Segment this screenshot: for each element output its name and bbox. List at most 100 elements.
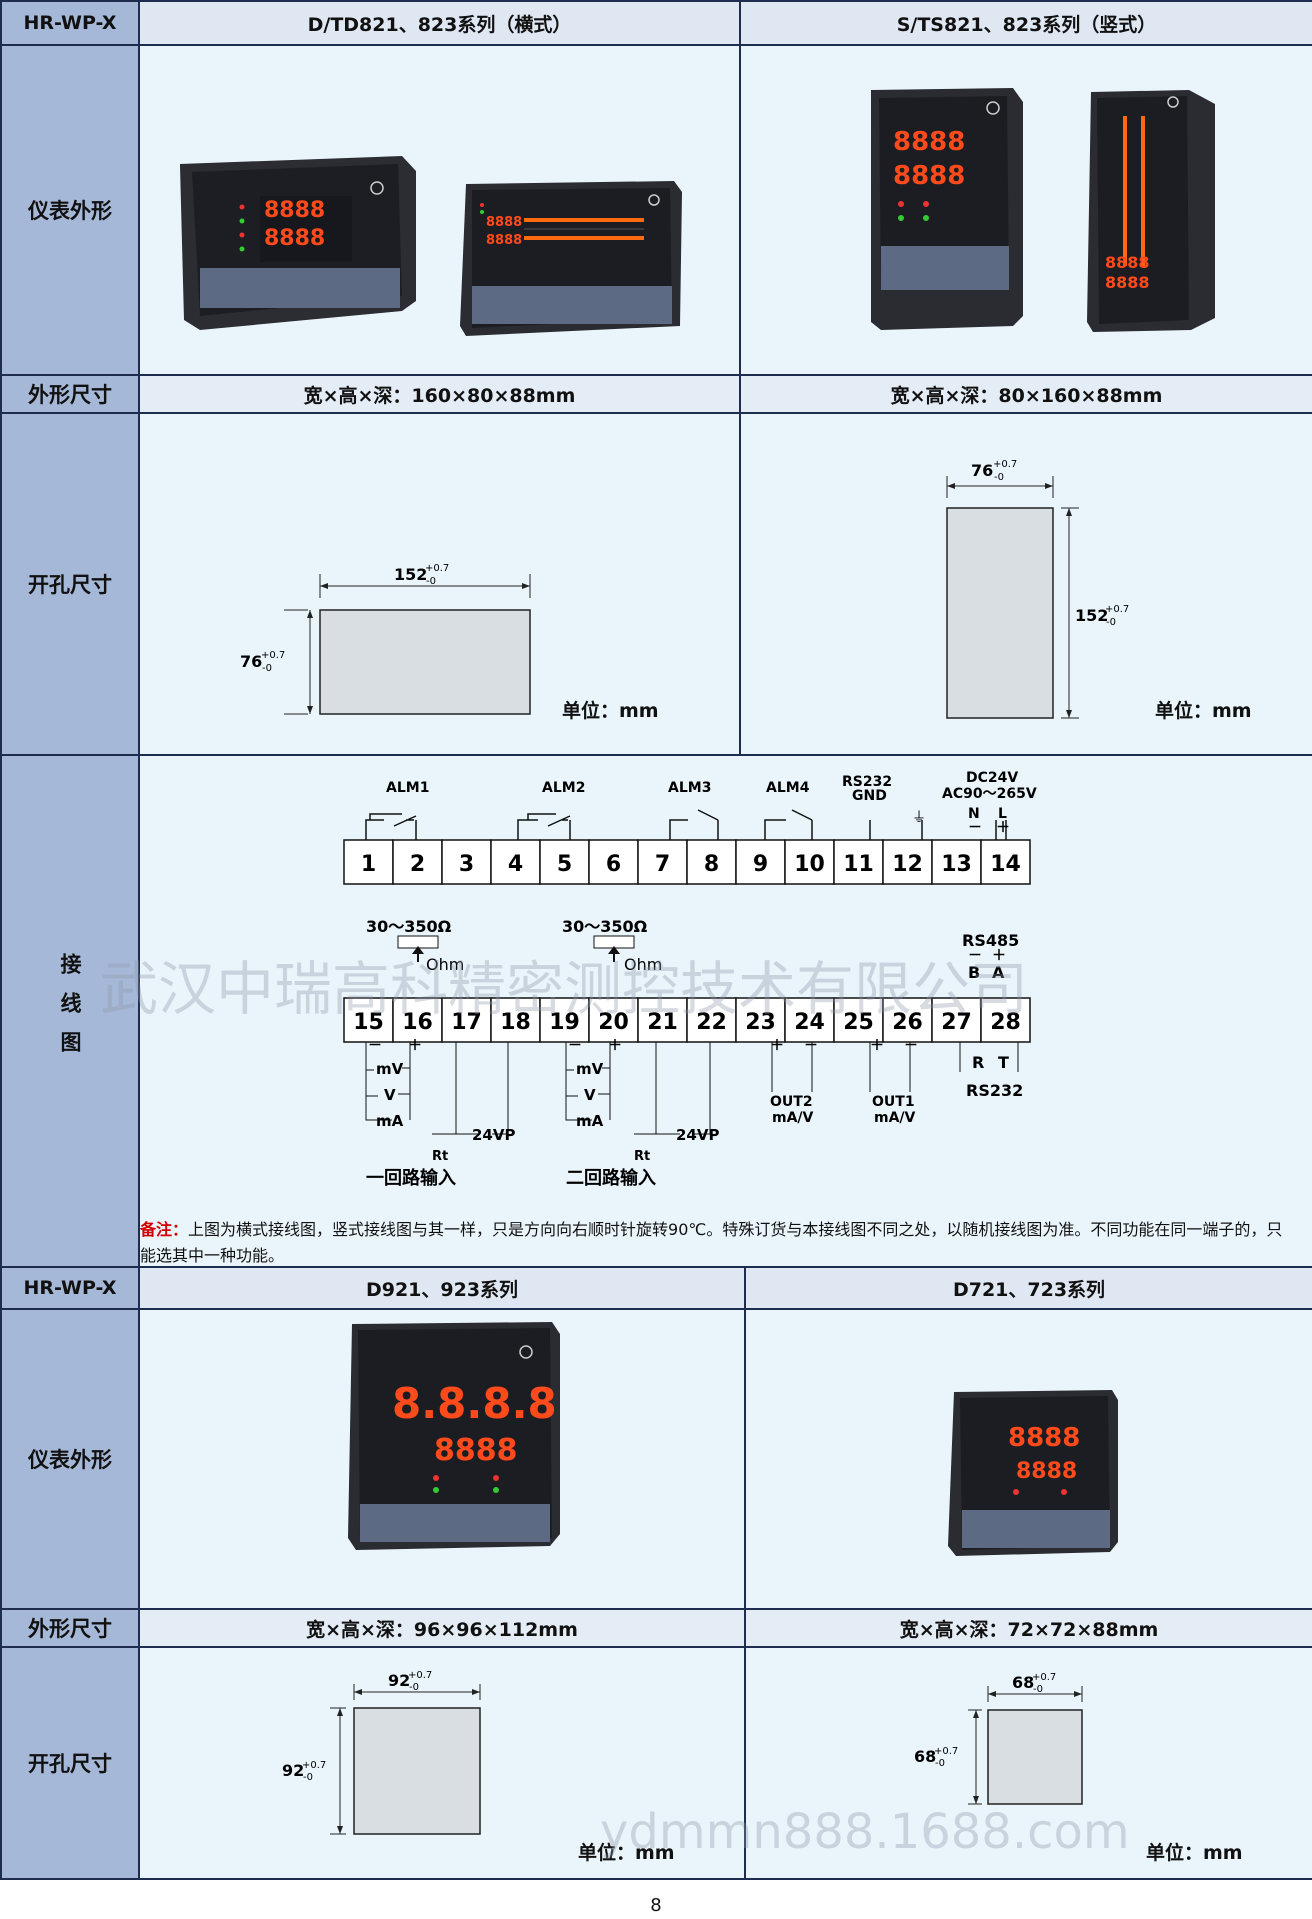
svg-text:－: － bbox=[904, 1038, 918, 1054]
terminal-box bbox=[833, 839, 884, 885]
appearance-vertical: 8888 8888 8888 8888 bbox=[739, 44, 1312, 376]
row-label-cutout-2: 开孔尺寸 bbox=[0, 1646, 140, 1880]
terminal-box bbox=[931, 997, 982, 1043]
terminal-box bbox=[588, 997, 639, 1043]
led-sv-2: 8888 bbox=[486, 233, 522, 248]
svg-text:V: V bbox=[384, 1086, 396, 1104]
row-label-cutout: 开孔尺寸 bbox=[0, 412, 140, 756]
terminal-number: 20 bbox=[598, 1010, 629, 1035]
terminal-box bbox=[637, 997, 688, 1043]
row-label-dimension: 外形尺寸 bbox=[0, 374, 140, 414]
terminal-number: 13 bbox=[941, 852, 972, 877]
unit-label-4: 单位：mm bbox=[1146, 1842, 1243, 1864]
note-label: 备注： bbox=[140, 1220, 189, 1239]
terminal-box bbox=[980, 839, 1031, 885]
appearance-horizontal: 8888 8888 8888 8888 bbox=[138, 44, 741, 376]
dimension-horizontal: 宽×高×深：160×80×88mm bbox=[138, 374, 741, 414]
page-number: 8 bbox=[650, 1895, 662, 1916]
svg-text:+0.7: +0.7 bbox=[934, 1746, 958, 1757]
terminal-number: 11 bbox=[843, 852, 874, 877]
terminal-box bbox=[735, 997, 786, 1043]
dimension-d721: 宽×高×深：72×72×88mm bbox=[744, 1608, 1312, 1648]
ground-icon: ⏚ bbox=[912, 810, 926, 826]
alm3-label: ALM3 bbox=[668, 780, 711, 796]
terminal-number: 15 bbox=[353, 1010, 384, 1035]
terminal-box bbox=[882, 997, 933, 1043]
meter-ts821-image: 8888 8888 bbox=[1087, 90, 1215, 332]
svg-text:+0.7: +0.7 bbox=[261, 650, 285, 661]
terminal-number: 17 bbox=[451, 1010, 482, 1035]
svg-text:－: － bbox=[968, 948, 982, 964]
cut-h-1: 76 bbox=[240, 652, 262, 671]
svg-text:92: 92 bbox=[282, 1761, 304, 1780]
svg-text:+0.7: +0.7 bbox=[302, 1760, 326, 1771]
terminal-number: 18 bbox=[500, 1010, 531, 1035]
terminal-number: 14 bbox=[990, 852, 1021, 877]
svg-text:OUT2: OUT2 bbox=[770, 1094, 813, 1110]
svg-text:-0: -0 bbox=[935, 1758, 945, 1769]
top-spec-table: HR-WP-X D/TD821、823系列（横式） S/TS821、823系列（… bbox=[0, 0, 1312, 1274]
svg-text:mV: mV bbox=[376, 1060, 404, 1078]
terminal-number: 26 bbox=[892, 1010, 923, 1035]
meter-td821-image: 8888 8888 bbox=[460, 181, 682, 336]
svg-text:A: A bbox=[992, 963, 1005, 982]
terminal-number: 3 bbox=[459, 852, 474, 877]
wiring-note: 备注：上图为横式接线图，竖式接线图与其一样，只是方向向右顺时针旋转90℃。特殊订… bbox=[140, 1217, 1290, 1269]
series-title-d921: D921、923系列 bbox=[138, 1266, 746, 1310]
svg-text:V: V bbox=[584, 1086, 596, 1104]
meter-photos-vertical: 8888 8888 8888 8888 bbox=[871, 88, 1215, 332]
svg-text:＋: ＋ bbox=[408, 1038, 422, 1054]
svg-text:＋: ＋ bbox=[608, 1038, 622, 1054]
row-label-appearance-2: 仪表外形 bbox=[0, 1308, 140, 1610]
led-sv-1: 8888 bbox=[264, 226, 325, 251]
terminal-number: 10 bbox=[794, 852, 825, 877]
svg-text:mA/V: mA/V bbox=[874, 1110, 916, 1126]
terminal-number: 22 bbox=[696, 1010, 727, 1035]
terminal-number: 9 bbox=[753, 852, 768, 877]
svg-text:+0.7: +0.7 bbox=[1032, 1672, 1056, 1683]
meter-d721-image: 8888 8888 bbox=[948, 1390, 1118, 1556]
terminal-number: 5 bbox=[557, 852, 572, 877]
svg-text:24VP: 24VP bbox=[676, 1126, 719, 1144]
terminal-number: 7 bbox=[655, 852, 670, 877]
terminal-number: 24 bbox=[794, 1010, 825, 1035]
meter-d821-image: 8888 8888 bbox=[180, 156, 416, 330]
svg-text:-0: -0 bbox=[994, 472, 1004, 483]
meter-photos-horizontal: 8888 8888 8888 8888 bbox=[180, 156, 682, 336]
svg-text:-0: -0 bbox=[1033, 1684, 1043, 1695]
terminal-box bbox=[539, 839, 590, 885]
svg-text:-0: -0 bbox=[262, 663, 272, 674]
terminal-box bbox=[343, 997, 394, 1043]
appearance-d721: 8888 8888 bbox=[744, 1308, 1312, 1610]
series-title-horizontal: D/TD821、823系列（横式） bbox=[138, 0, 741, 46]
svg-text:－: － bbox=[368, 1038, 382, 1054]
terminal-number: 16 bbox=[402, 1010, 433, 1035]
row-label-wiring: 接线图 bbox=[0, 754, 140, 1274]
led-sv-4: 8888 bbox=[1105, 273, 1150, 292]
ac-label: AC90～265V bbox=[942, 786, 1037, 802]
svg-text:+0.7: +0.7 bbox=[1105, 604, 1129, 615]
svg-text:B: B bbox=[968, 963, 980, 982]
terminal-box bbox=[931, 839, 982, 885]
led-pv-4: 8888 bbox=[1105, 253, 1150, 272]
svg-text:T: T bbox=[998, 1053, 1009, 1072]
svg-text:R: R bbox=[972, 1053, 984, 1072]
svg-text:－: － bbox=[568, 1038, 582, 1054]
dimension-vertical: 宽×高×深：80×160×88mm bbox=[739, 374, 1312, 414]
cut-h-2: 152 bbox=[1075, 606, 1108, 625]
loop1-label: 一回路输入 bbox=[366, 1167, 456, 1189]
terminal-box bbox=[980, 997, 1031, 1043]
svg-text:＋: ＋ bbox=[992, 948, 1006, 964]
note-text: 上图为横式接线图，竖式接线图与其一样，只是方向向右顺时针旋转90℃。特殊订货与本… bbox=[140, 1220, 1283, 1265]
led-sv-d721: 8888 bbox=[1016, 1459, 1077, 1484]
appearance-d921: 8.8.8.8 8888 bbox=[138, 1308, 746, 1610]
svg-text:+0.7: +0.7 bbox=[993, 459, 1017, 470]
gnd-label: GND bbox=[852, 788, 887, 804]
unit-label-2: 单位：mm bbox=[1155, 700, 1252, 722]
terminal-box bbox=[686, 839, 737, 885]
terminal-box bbox=[735, 839, 786, 885]
cutout-d921: 92 +0.7 -0 92 +0.7 -0 单位：mm bbox=[138, 1646, 746, 1880]
svg-text:30～350Ω: 30～350Ω bbox=[562, 917, 648, 936]
rs232-bottom-label: RS232 bbox=[966, 1081, 1023, 1100]
